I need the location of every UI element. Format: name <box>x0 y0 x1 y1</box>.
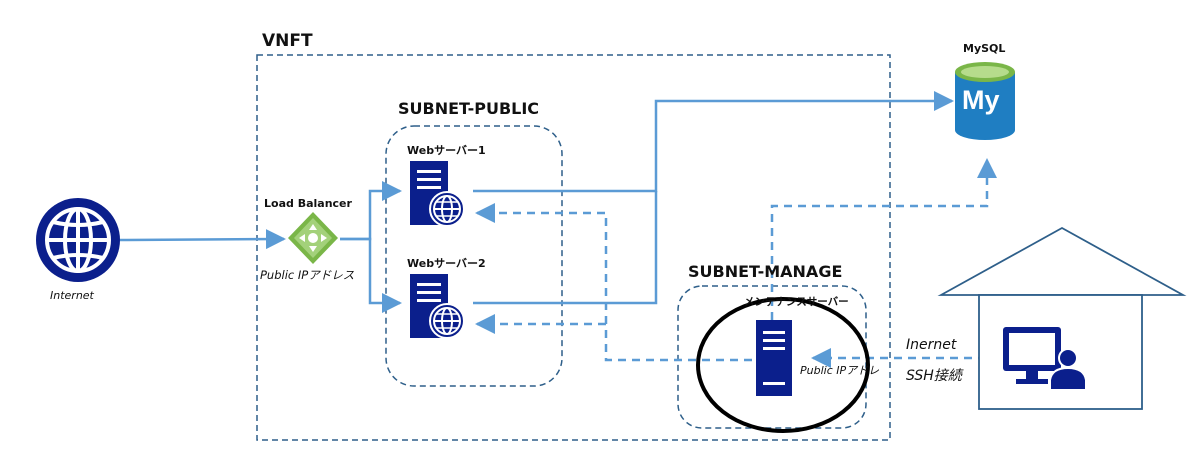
subnet-public-title: SUBNET-PUBLIC <box>398 99 540 118</box>
user-icon <box>1049 348 1087 391</box>
maintenance-server-caption: Public IPアドレ <box>800 364 880 377</box>
globe-icon <box>36 198 120 282</box>
web-server-1-icon <box>410 161 465 227</box>
load-balancer-caption: Public IPアドレス <box>260 268 355 282</box>
internet-label: Internet <box>50 289 94 302</box>
web1-to-mysql-line <box>473 91 954 193</box>
maint-to-web1-dashed <box>475 203 752 362</box>
vnet-title: VNFT <box>262 31 313 51</box>
internet-to-lb-line <box>119 229 286 250</box>
load-balancer-title: Load Balancer <box>264 197 352 210</box>
web-server-1-label: Webサーバー1 <box>407 144 486 157</box>
client-connection-line2: SSH接続 <box>906 368 962 384</box>
highlight-ellipse <box>696 297 870 433</box>
subnet-public-boundary <box>385 125 563 387</box>
mysql-label: MySQL <box>963 42 1006 55</box>
web-server-2-icon <box>410 274 465 339</box>
vnet-boundary <box>256 54 891 441</box>
mysql-logo-text: My <box>962 85 1000 115</box>
load-balancer-icon <box>288 212 338 264</box>
client-connection-line1: Inernet <box>906 337 957 353</box>
lb-to-web2-line <box>340 237 402 313</box>
web2-to-mysql-line <box>473 191 658 305</box>
maintenance-server-icon <box>756 320 792 396</box>
web-server-2-label: Webサーバー2 <box>407 257 486 270</box>
mysql-database-icon <box>955 62 1015 140</box>
maintenance-server-label: メンテナンスサーバー <box>744 296 849 308</box>
client-computer-icon <box>1003 327 1061 384</box>
subnet-manage-title: SUBNET-MANAGE <box>688 262 843 281</box>
maint-to-mysql-dashed <box>770 158 997 320</box>
